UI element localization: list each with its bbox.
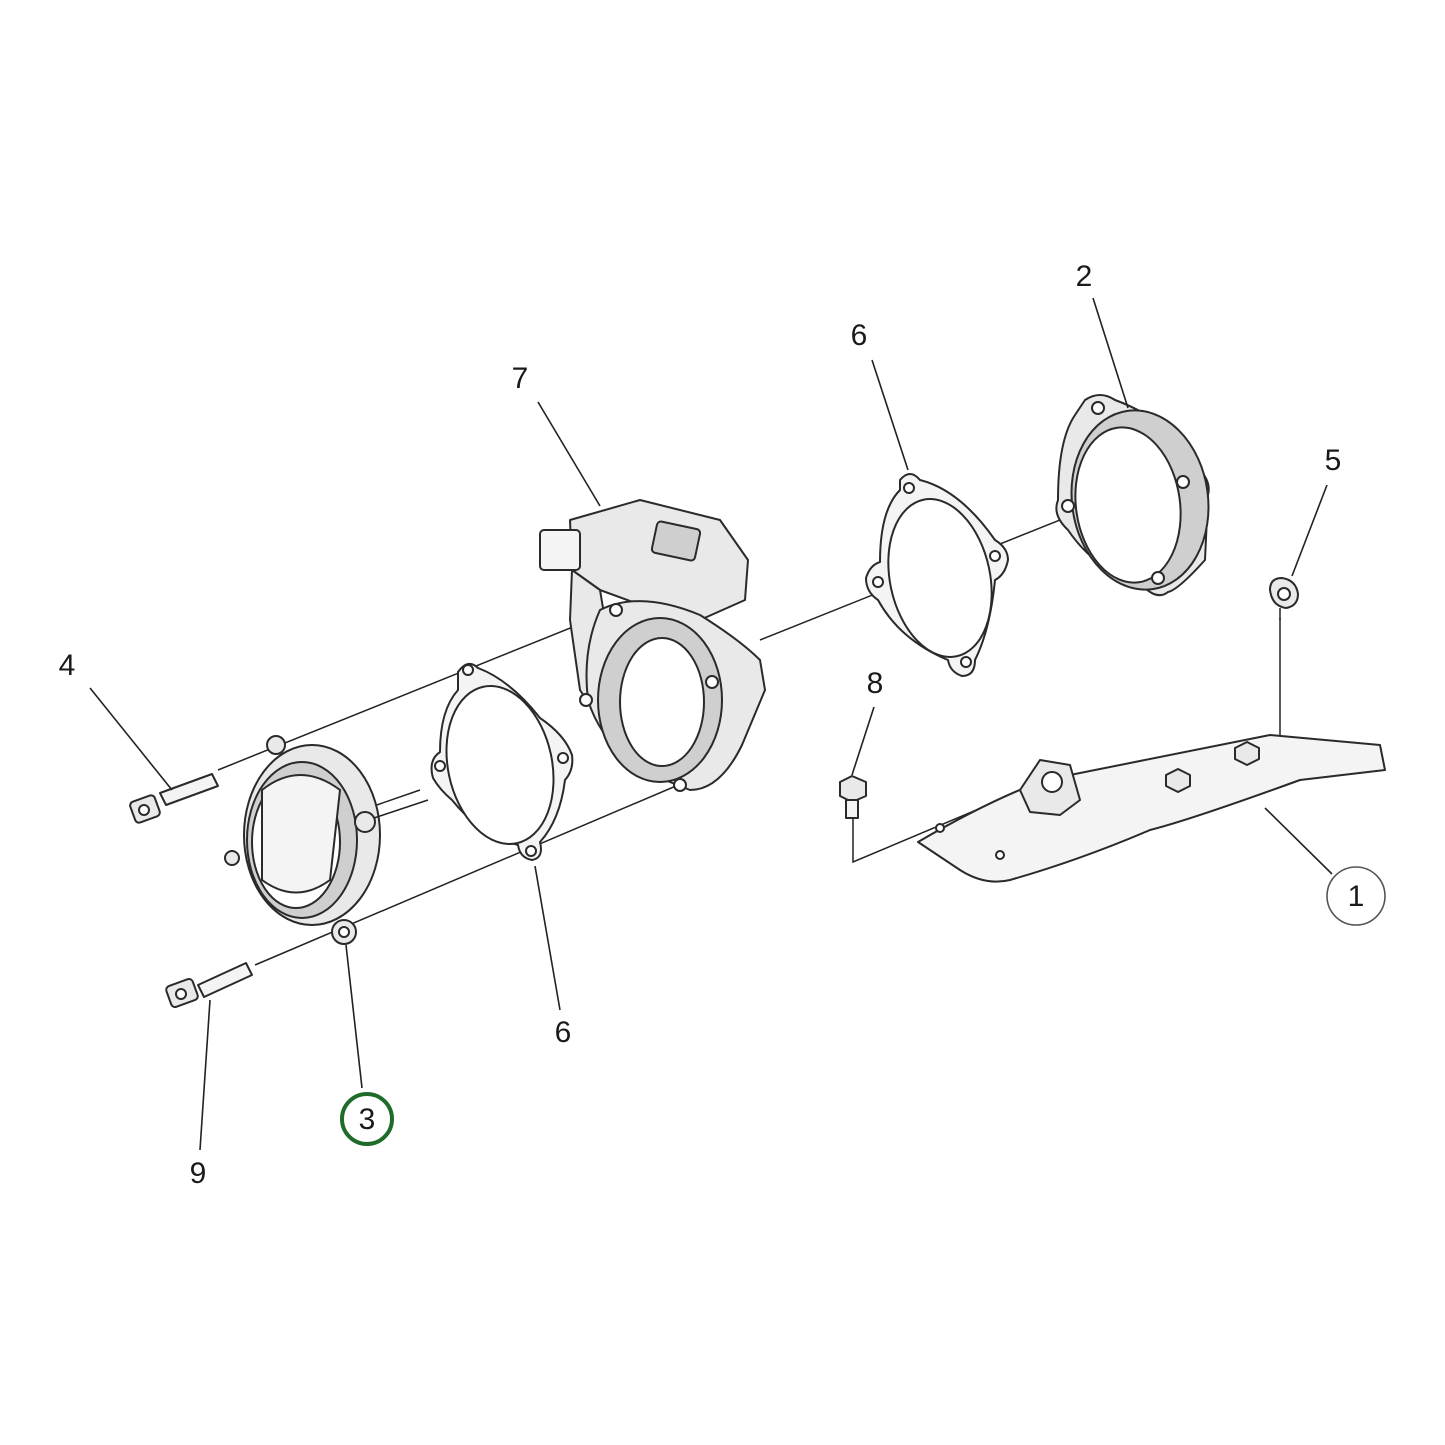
callout-8[interactable]: 8 — [867, 667, 884, 700]
clip-nut-part — [1269, 577, 1299, 620]
gasket-front-part — [430, 662, 574, 861]
bracket-part — [917, 734, 1386, 883]
callout-6-front-label: 6 — [555, 1016, 572, 1049]
small-bolt-part — [839, 775, 867, 819]
callout-6-rear[interactable]: 6 — [851, 319, 868, 352]
callout-4[interactable]: 4 — [59, 649, 76, 682]
adapter-ring-part — [224, 735, 429, 945]
callout-9-label: 9 — [190, 1157, 207, 1190]
callout-2[interactable]: 2 — [1076, 260, 1093, 293]
callout-2-label: 2 — [1076, 260, 1093, 293]
callout-3-label: 3 — [359, 1103, 376, 1136]
throttle-body-part — [539, 499, 766, 792]
bolt-upper-part — [129, 773, 219, 824]
callout-5[interactable]: 5 — [1325, 444, 1342, 477]
callout-7[interactable]: 7 — [512, 362, 529, 395]
callout-9[interactable]: 9 — [190, 1157, 207, 1190]
callout-1-label: 1 — [1348, 880, 1365, 913]
flange-rear-part — [1055, 394, 1210, 597]
callout-3-highlighted[interactable]: 3 — [340, 1092, 394, 1146]
bolt-lower-part — [165, 962, 253, 1008]
callout-1[interactable]: 1 — [1326, 866, 1386, 926]
callout-6-rear-label: 6 — [851, 319, 868, 352]
callout-7-label: 7 — [512, 362, 529, 395]
leader-lines — [89, 297, 1333, 1151]
gasket-rear-part — [865, 473, 1009, 677]
callout-8-label: 8 — [867, 667, 884, 700]
callout-6-front[interactable]: 6 — [555, 1016, 572, 1049]
callout-4-label: 4 — [59, 649, 76, 682]
callout-5-label: 5 — [1325, 444, 1342, 477]
